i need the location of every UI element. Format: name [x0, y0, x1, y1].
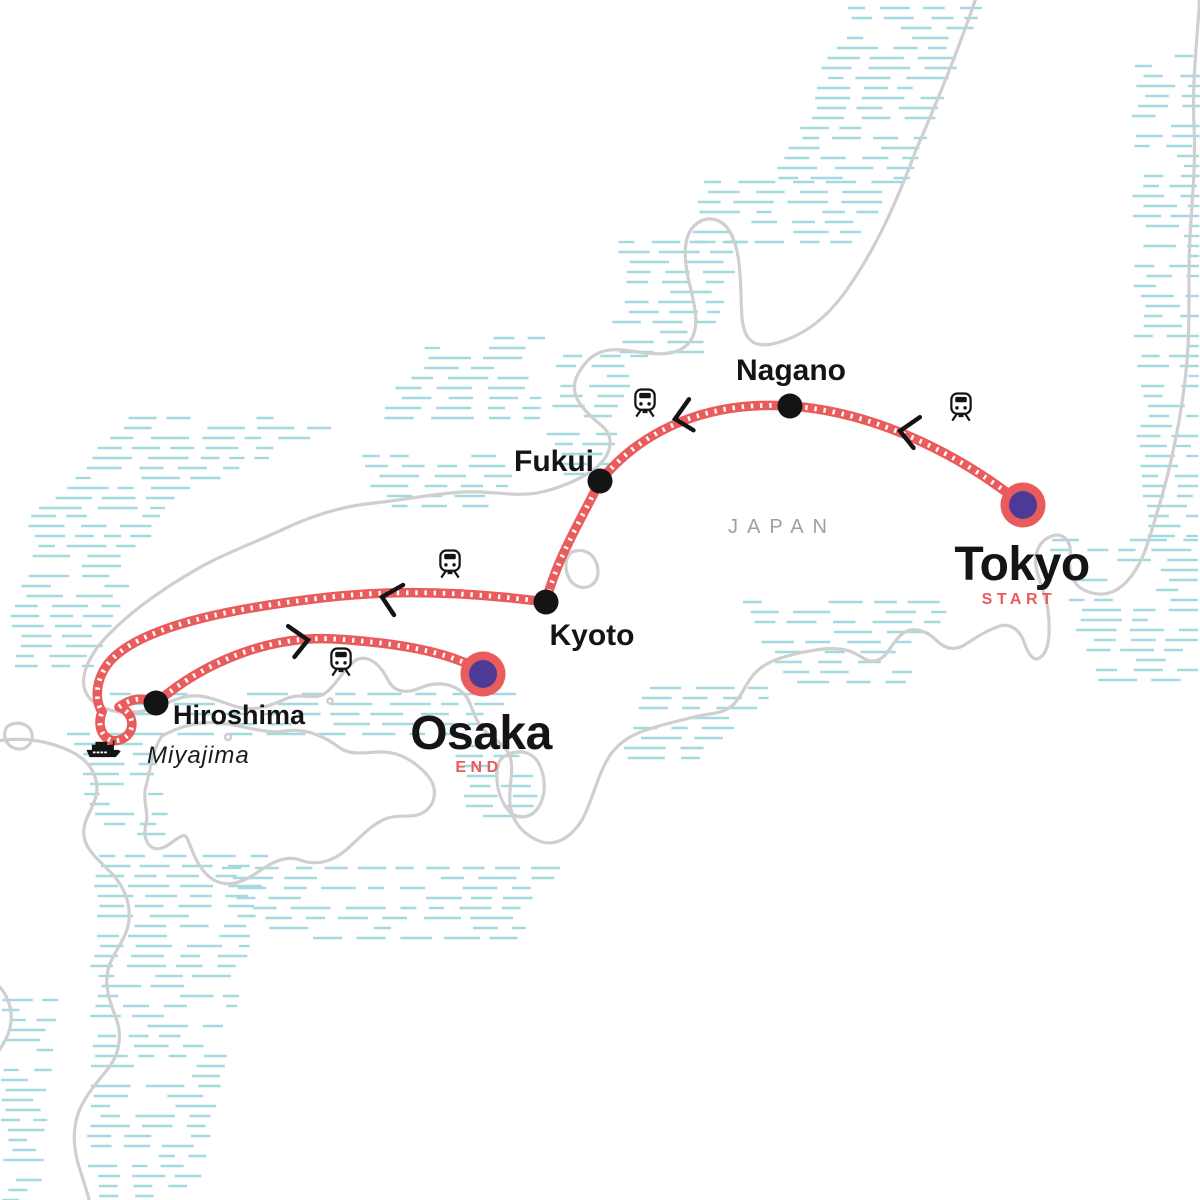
terminal-marker-osaka: [460, 651, 506, 697]
map-labels: JAPAN Tokyo START Nagano Fukui Kyoto Hir…: [147, 354, 1090, 776]
country-label: JAPAN: [728, 516, 836, 538]
coastline-kyushu: [0, 737, 131, 1200]
route-kyoto-miyajima-rail: [92, 587, 551, 746]
small-island: [3, 721, 34, 751]
city-label-fukui: Fukui: [514, 445, 594, 478]
lake-biwa: [564, 548, 600, 590]
coastline-awaji-island: [495, 750, 546, 819]
city-label-kyoto: Kyoto: [550, 619, 635, 652]
terminal-marker-tokyo: [1000, 482, 1046, 528]
direction-chevron-left: [671, 397, 696, 433]
city-label-osaka: Osaka: [410, 707, 552, 760]
route-tokyo-nagano-rail: [785, 401, 1028, 510]
coastline-honshu: [82, 0, 1200, 845]
route-nagano-fukui-rail: [595, 400, 795, 486]
city-label-hiroshima: Hiroshima: [173, 700, 306, 730]
stop-dot-hiroshima: [143, 690, 169, 716]
stop-dot-kyoto: [533, 589, 559, 615]
city-label-tokyo: Tokyo: [954, 538, 1089, 591]
coastline-kyushu-west: [0, 985, 13, 1053]
direction-chevron-left: [896, 415, 923, 451]
city-label-nagano: Nagano: [736, 354, 846, 387]
coastline-shikoku: [143, 720, 436, 886]
direction-chevron-right: [285, 624, 312, 660]
stop-dot-nagano: [777, 393, 803, 419]
train-icon: [950, 392, 972, 422]
start-tag: START: [982, 591, 1057, 608]
train-icon: [634, 388, 656, 418]
direction-chevron-left: [378, 582, 406, 618]
islet: [326, 697, 334, 705]
sea-hatching: [0, 6, 1200, 1200]
train-icon: [330, 647, 352, 677]
map-overlays: [86, 388, 1046, 758]
end-tag: END: [455, 759, 502, 776]
stop-dot-fukui: [587, 468, 613, 494]
route-lines: [92, 400, 1028, 746]
islet: [223, 732, 233, 742]
train-icon: [439, 549, 461, 579]
city-label-miyajima: Miyajima: [147, 742, 250, 769]
route-hiroshima-osaka-rail: [151, 633, 486, 708]
route-fukui-kyoto-rail: [541, 476, 605, 607]
